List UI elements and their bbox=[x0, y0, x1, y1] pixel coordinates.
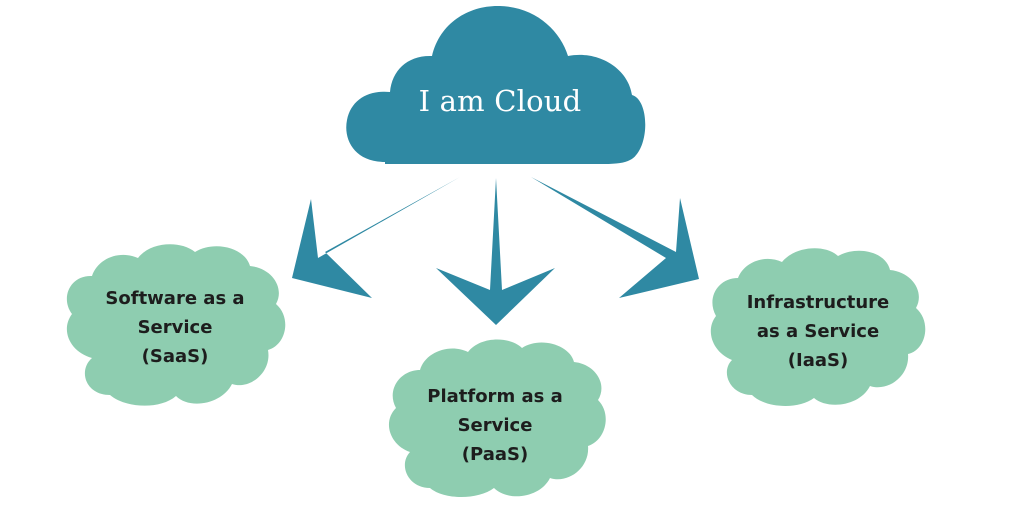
iaas-cloud-shape bbox=[710, 248, 926, 406]
iaas-label: Infrastructure as a Service (IaaS) bbox=[718, 288, 918, 375]
saas-cloud-shape bbox=[66, 244, 286, 406]
iaas-label-line-2: as a Service bbox=[756, 321, 880, 342]
iaas-label-line-3: (IaaS) bbox=[787, 350, 849, 371]
paas-cloud-shape bbox=[388, 339, 606, 497]
main-cloud-label: I am Cloud bbox=[418, 84, 582, 118]
main-cloud-shape bbox=[346, 5, 646, 164]
paas-label-line-1: Platform as a bbox=[427, 386, 563, 407]
saas-label: Software as a Service (SaaS) bbox=[75, 284, 275, 371]
saas-label-line-1: Software as a bbox=[105, 288, 245, 309]
paas-label-line-3: (PaaS) bbox=[461, 444, 529, 465]
arrow-to-iaas bbox=[531, 177, 699, 298]
paas-label: Platform as a Service (PaaS) bbox=[395, 382, 595, 469]
saas-label-line-3: (SaaS) bbox=[141, 346, 209, 367]
paas-label-line-2: Service bbox=[457, 415, 533, 436]
arrow-to-paas bbox=[436, 178, 555, 325]
saas-label-line-2: Service bbox=[137, 317, 213, 338]
iaas-label-line-1: Infrastructure bbox=[746, 292, 890, 313]
arrow-to-saas bbox=[292, 177, 460, 298]
